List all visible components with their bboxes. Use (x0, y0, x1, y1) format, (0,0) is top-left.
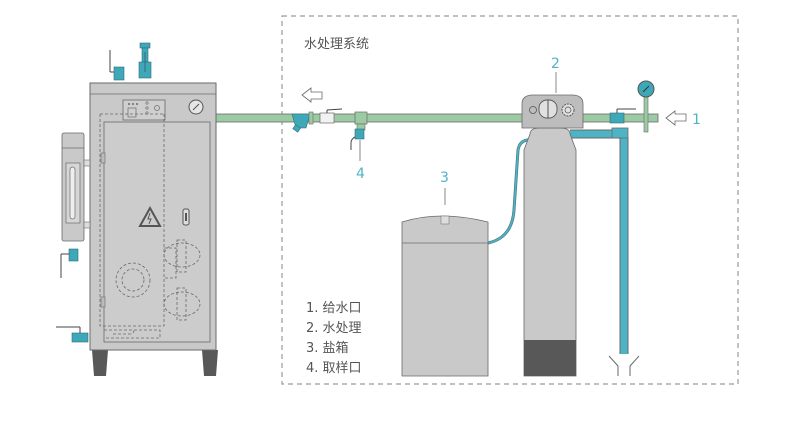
gauge-drain-valve[interactable] (60, 248, 79, 278)
boiler-door[interactable] (103, 121, 211, 343)
inlet-pressure-gauge-icon (637, 80, 655, 133)
water-softener (521, 94, 584, 377)
callout-softener: 2 (551, 56, 560, 72)
boiler-leg-right (202, 350, 218, 376)
boiler-leg-left (92, 350, 108, 376)
drain-pipe (570, 129, 629, 354)
water-level-gauge (61, 132, 91, 242)
legend: 1. 给水口 2. 水处理 3. 盐箱 4. 取样口 (306, 301, 362, 376)
callout-brine-tank: 3 (440, 170, 449, 186)
feed-pipe (215, 113, 659, 123)
sample-port[interactable] (350, 111, 368, 150)
safety-valve[interactable] (138, 42, 152, 79)
flow-arrow-left-icon (301, 87, 323, 103)
system-title: 水处理系统 (304, 37, 369, 52)
callout-sample-port: 4 (356, 166, 365, 182)
legend-item: 1. 给水口 (306, 301, 362, 316)
steam-outlet-valve[interactable] (109, 50, 125, 81)
flow-arrow-inlet-icon (665, 110, 687, 126)
water-treatment-boundary (281, 15, 739, 385)
pressure-gauge-icon (188, 99, 204, 115)
feed-ball-valve[interactable] (319, 108, 343, 124)
callout-inlet: 1 (692, 112, 701, 128)
control-panel (122, 99, 166, 121)
inlet-ball-valve[interactable] (609, 108, 636, 124)
drain-funnel (608, 355, 640, 376)
legend-item: 3. 盐箱 (306, 340, 349, 356)
legend-item: 2. 水处理 (306, 321, 362, 336)
brine-tank (401, 215, 489, 377)
blowdown-valve[interactable] (56, 326, 89, 343)
steam-boiler (89, 82, 218, 376)
legend-item: 4. 取样口 (306, 361, 362, 376)
high-voltage-warning-icon (138, 205, 162, 227)
y-strainer (291, 111, 314, 133)
